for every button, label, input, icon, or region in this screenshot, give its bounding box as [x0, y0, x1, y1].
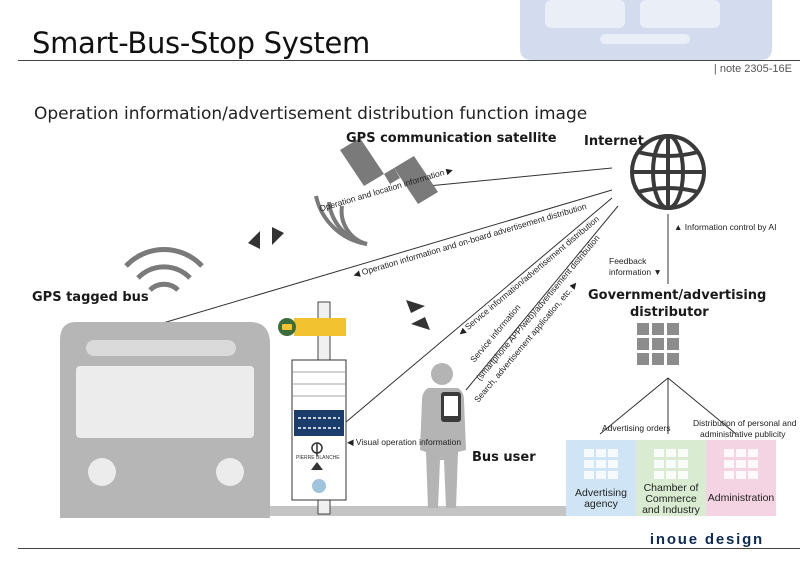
footer-brand: inoue design — [649, 531, 764, 548]
bus-label: GPS tagged bus — [32, 290, 149, 305]
branch-lines — [599, 377, 737, 435]
building-icon — [724, 449, 758, 479]
distributor-label-line2: distributor — [630, 305, 709, 320]
feedback-label-line2: information ▼ — [609, 267, 662, 277]
visual-info-label: ◀ Visual operation information — [347, 437, 462, 447]
box-label-line2: Commerce — [645, 493, 697, 505]
header-divider — [18, 60, 800, 61]
watermark-bumper — [600, 34, 690, 44]
bus-user-label: Bus user — [472, 450, 536, 465]
arrow-left-up-icon — [248, 231, 260, 249]
feedback-label-line1: Feedback — [609, 256, 647, 266]
advertising-orders-label: Advertising orders — [602, 423, 671, 433]
distributor-label-line1: Government/advertising — [588, 288, 767, 303]
arrow-up-left-icon — [411, 317, 430, 330]
bus-stop-sign-icon — [278, 301, 347, 515]
chamber-of-commerce-box: Chamber of Commerce and Industry — [636, 440, 706, 516]
building-icon — [637, 323, 679, 365]
page-subtitle: Operation information/advertisement dist… — [34, 104, 588, 124]
box-label-line1: Advertising — [575, 487, 627, 499]
administration-box: Administration — [706, 440, 776, 516]
arrow-down-right-icon — [406, 300, 425, 313]
building-icon — [584, 449, 618, 479]
satellite-label: GPS communication satellite — [346, 131, 557, 146]
distribution-label-line2: administrative publicity — [700, 429, 786, 439]
satellite-icon — [340, 138, 438, 204]
bus-signal-icon — [124, 247, 204, 292]
building-icon — [654, 449, 688, 479]
footer-divider — [18, 548, 800, 549]
bus-icon — [60, 322, 570, 518]
watermark-window-right — [640, 0, 720, 28]
satellite-internet-line — [427, 167, 613, 187]
internet-label: Internet — [584, 134, 644, 149]
info-control-label: ▲ Information control by AI — [674, 222, 777, 232]
box-label-line2: agency — [584, 498, 618, 510]
smartphone-icon — [441, 392, 461, 422]
advertising-agency-box: Advertising agency — [566, 440, 636, 516]
box-label-line1: Administration — [707, 492, 775, 504]
arrow-right-down-icon — [272, 227, 284, 245]
bus-user-icon — [420, 363, 466, 508]
satellite-signal-waves-icon — [314, 195, 368, 246]
stop-internet-line — [345, 197, 613, 423]
distribution-label-line1: Distribution of personal and — [693, 418, 797, 428]
box-label-line1: Chamber of — [643, 482, 699, 494]
box-label-line3: and Industry — [642, 504, 700, 516]
note-number: | note 2305-16E — [713, 63, 792, 75]
globe-icon — [630, 134, 706, 210]
bus-internet-line — [162, 189, 613, 324]
watermark-window-left — [545, 0, 625, 28]
sign-brand-text: PIERRE BLANCHE — [296, 455, 340, 461]
page-title: Smart-Bus-Stop System — [32, 26, 370, 60]
user-internet-line — [465, 205, 619, 391]
